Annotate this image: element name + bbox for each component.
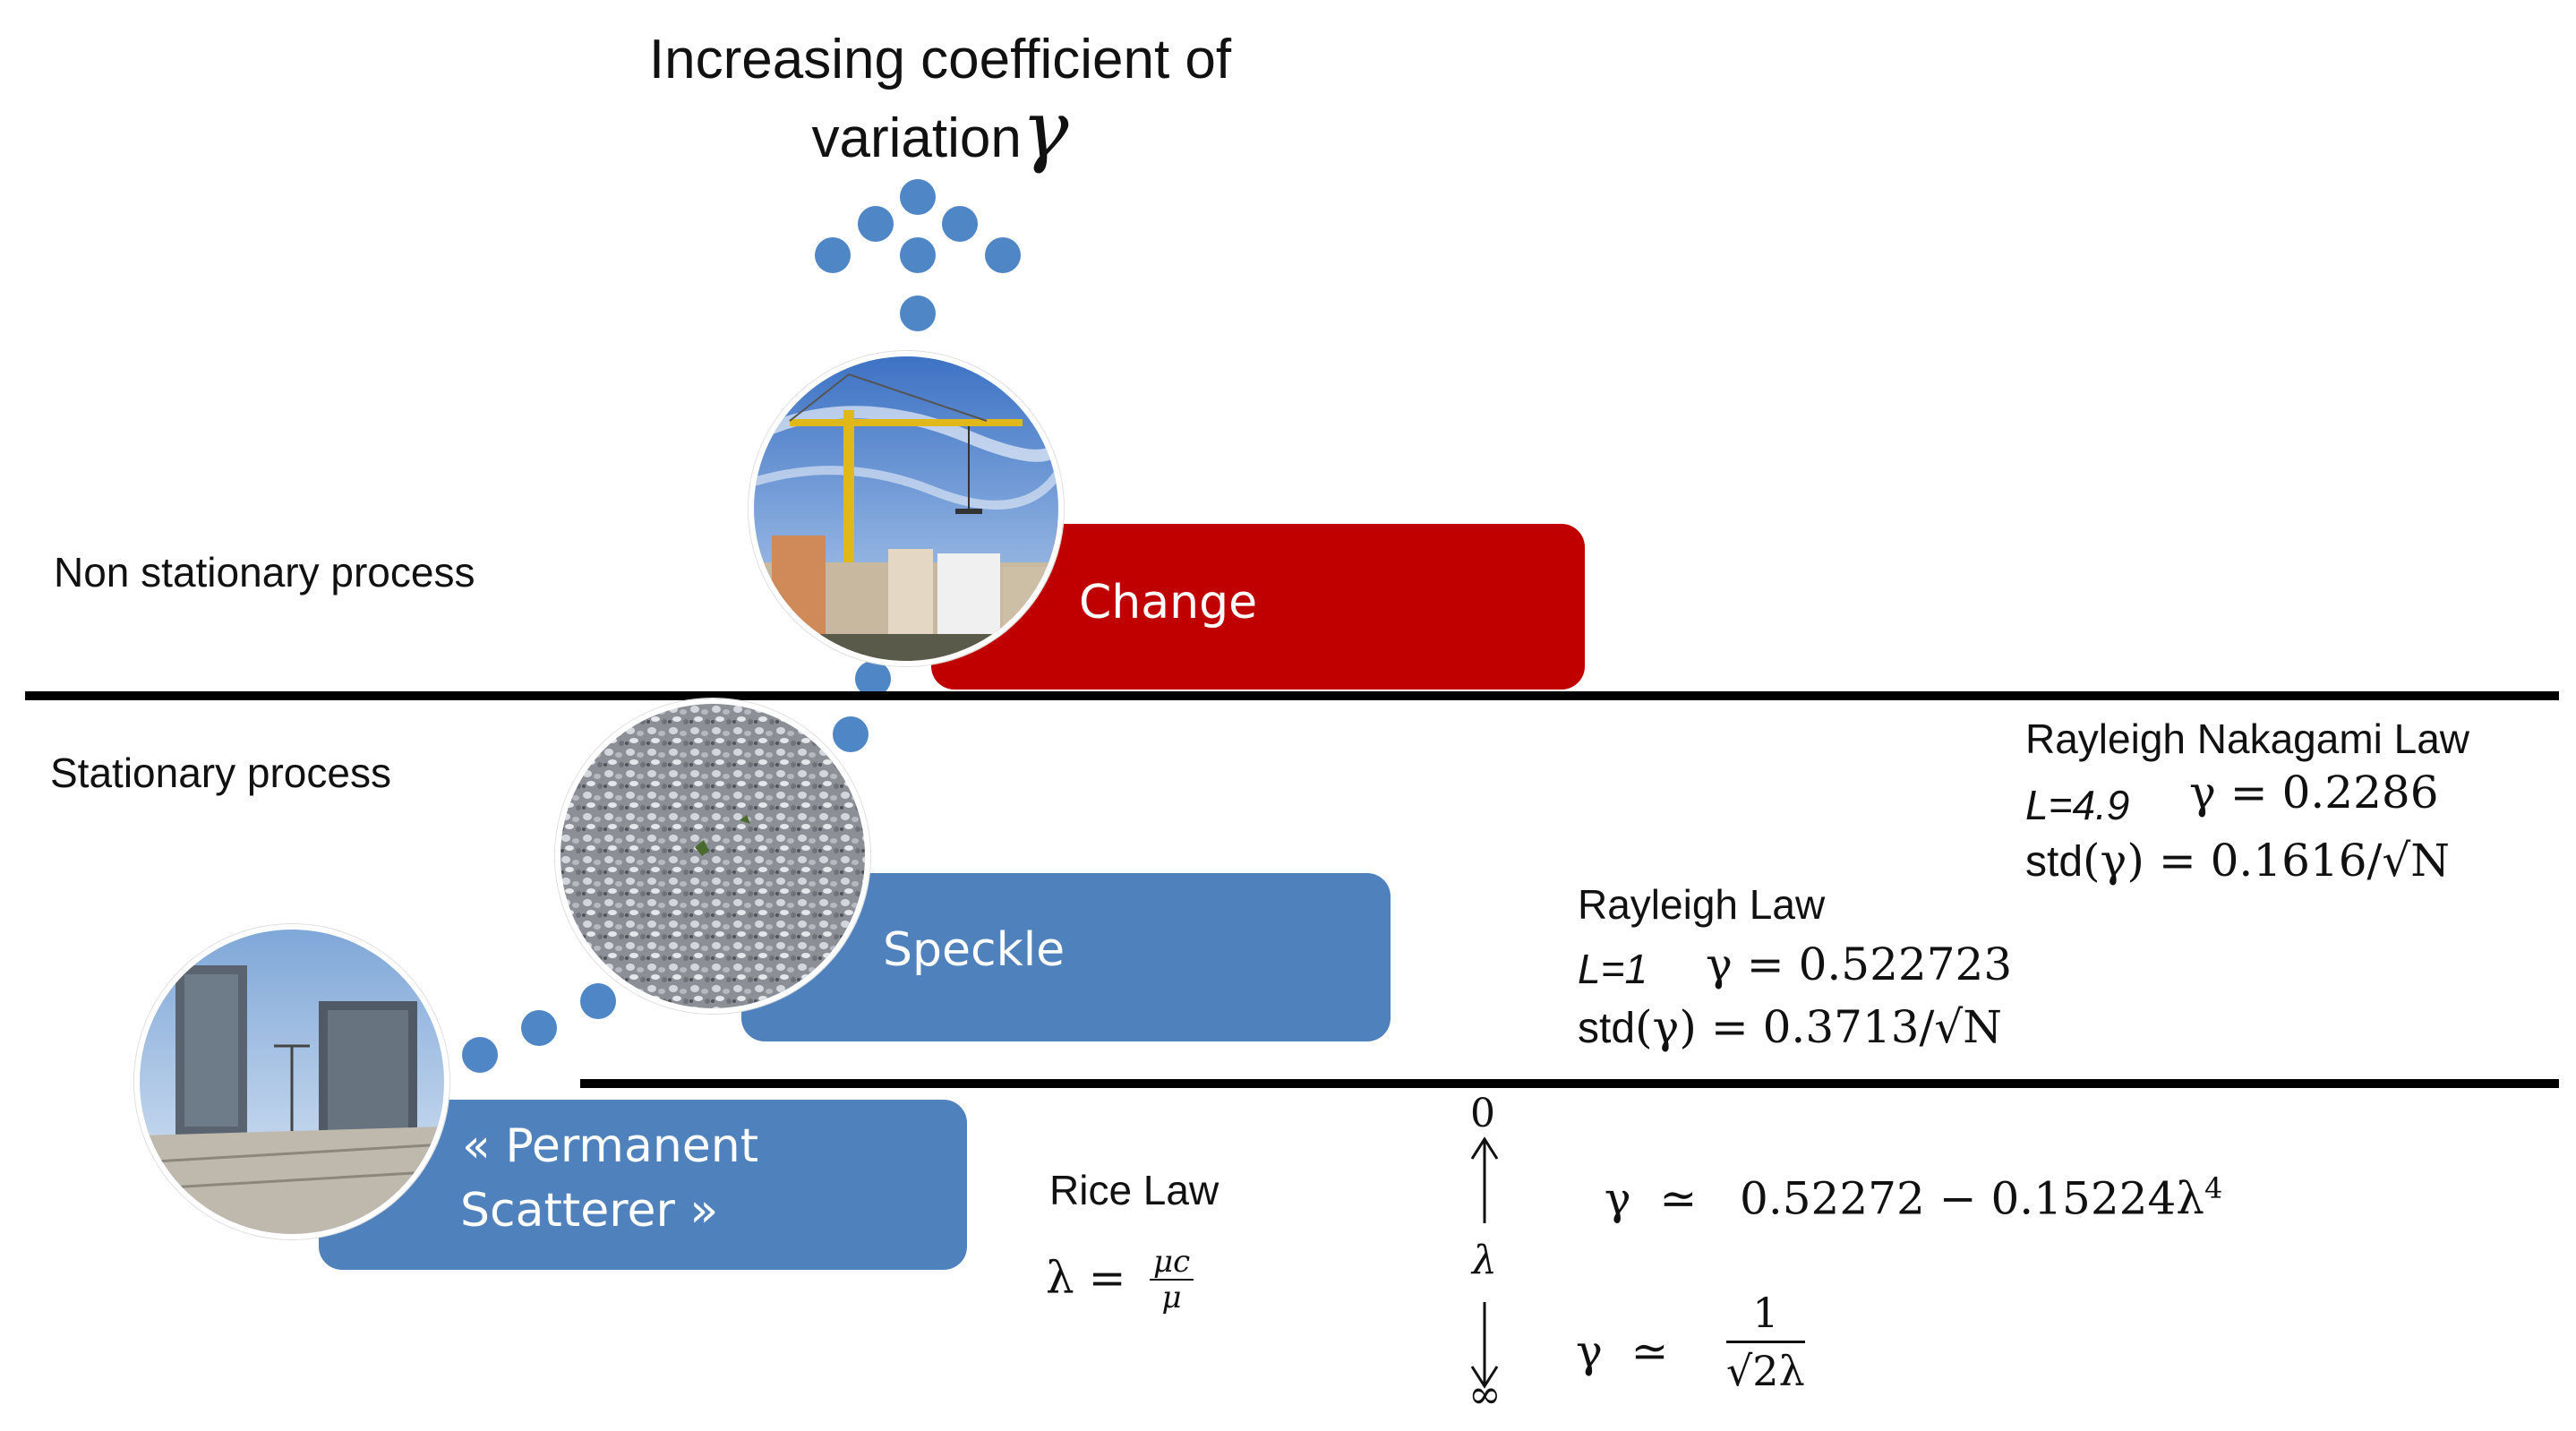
rayleigh-nakagami-L: L=4.9 — [2025, 782, 2130, 828]
arrow-dot — [900, 179, 936, 215]
rayleigh-L: L=1 — [1578, 946, 1648, 992]
lambda-axis-top: 0 — [1470, 1091, 1495, 1136]
rice-denominator: μ — [1161, 1280, 1182, 1315]
rice-lambda-lhs: λ = — [1046, 1252, 1126, 1304]
path-dot — [462, 1037, 498, 1073]
title-gamma-symbol: γ — [1021, 83, 1069, 176]
path-dot — [521, 1010, 557, 1046]
lambda-axis-bottom: ∞ — [1468, 1372, 1502, 1418]
title-line1: Increasing coefficient of — [648, 29, 1232, 90]
title-line2: variation — [811, 107, 1022, 169]
rice-title: Rice Law — [1049, 1167, 1220, 1213]
rayleigh-nakagami-std: std(γ) = 0.1616/√N — [2025, 835, 2450, 887]
small-lambda-exponent: 4 — [2204, 1171, 2223, 1205]
lambda-up-arrow-icon — [1470, 1136, 1499, 1223]
rayleigh-std: std(γ) = 0.3713/√N — [1578, 1001, 2002, 1053]
lambda-axis-mid: λ — [1472, 1238, 1497, 1283]
rayleigh-nakagami-title: Rayleigh Nakagami Law — [2025, 716, 2470, 762]
buildings-photo — [134, 924, 449, 1239]
std-prefix: std — [2025, 838, 2084, 886]
arrow-dot — [900, 237, 936, 273]
rice-numerator: μc — [1150, 1245, 1194, 1281]
large-lambda-numerator: 1 — [1726, 1285, 1805, 1343]
rayleigh-nakagami-gamma: γ = 0.2286 — [2189, 767, 2439, 818]
arrow-dot — [900, 296, 936, 331]
arrow-dot — [942, 206, 978, 242]
std-prefix: std — [1578, 1005, 1636, 1052]
large-lambda-denominator: √2λ — [1726, 1347, 1805, 1395]
stationary-label: Stationary process — [50, 750, 391, 796]
gravel-photo — [555, 698, 870, 1014]
permanent-label-line2: Scatterer » — [460, 1184, 719, 1238]
path-dot — [855, 661, 891, 697]
rayleigh-gamma: γ = 0.522723 — [1706, 938, 2013, 990]
non-stationary-label: Non stationary process — [54, 549, 475, 596]
arrow-dot — [858, 206, 894, 242]
large-lambda-fraction: 1 √2λ — [1726, 1285, 1805, 1399]
top-divider — [25, 691, 2559, 700]
path-dot — [833, 716, 869, 752]
permanent-label-line1: « Permanent — [462, 1119, 759, 1173]
std-expression: (γ) = 0.1616/√N — [2083, 835, 2451, 887]
lambda-down-arrow-icon — [1470, 1302, 1499, 1389]
change-label: Change — [1079, 576, 1258, 630]
speckle-label: Speckle — [883, 923, 1065, 977]
small-lambda-expression: γ ≃ 0.52272 − 0.15224λ — [1604, 1172, 2204, 1225]
path-dot — [580, 983, 616, 1019]
construction-photo — [749, 351, 1064, 666]
rayleigh-title: Rayleigh Law — [1578, 881, 1826, 928]
arrow-dot — [985, 237, 1021, 273]
arrow-dot — [815, 237, 851, 273]
permanent-scatterer-box: « Permanent Scatterer » — [319, 1100, 967, 1270]
diagram-title: Increasing coefficient of variationγ — [537, 25, 1343, 174]
small-lambda-approx: γ ≃ 0.52272 − 0.15224λ4 — [1576, 1119, 2223, 1225]
std-expression: (γ) = 0.3713/√N — [1635, 1001, 2003, 1053]
large-lambda-lhs: γ ≃ — [1576, 1325, 1669, 1377]
rice-fraction: μc μ — [1150, 1245, 1194, 1315]
bottom-divider — [580, 1079, 2559, 1088]
